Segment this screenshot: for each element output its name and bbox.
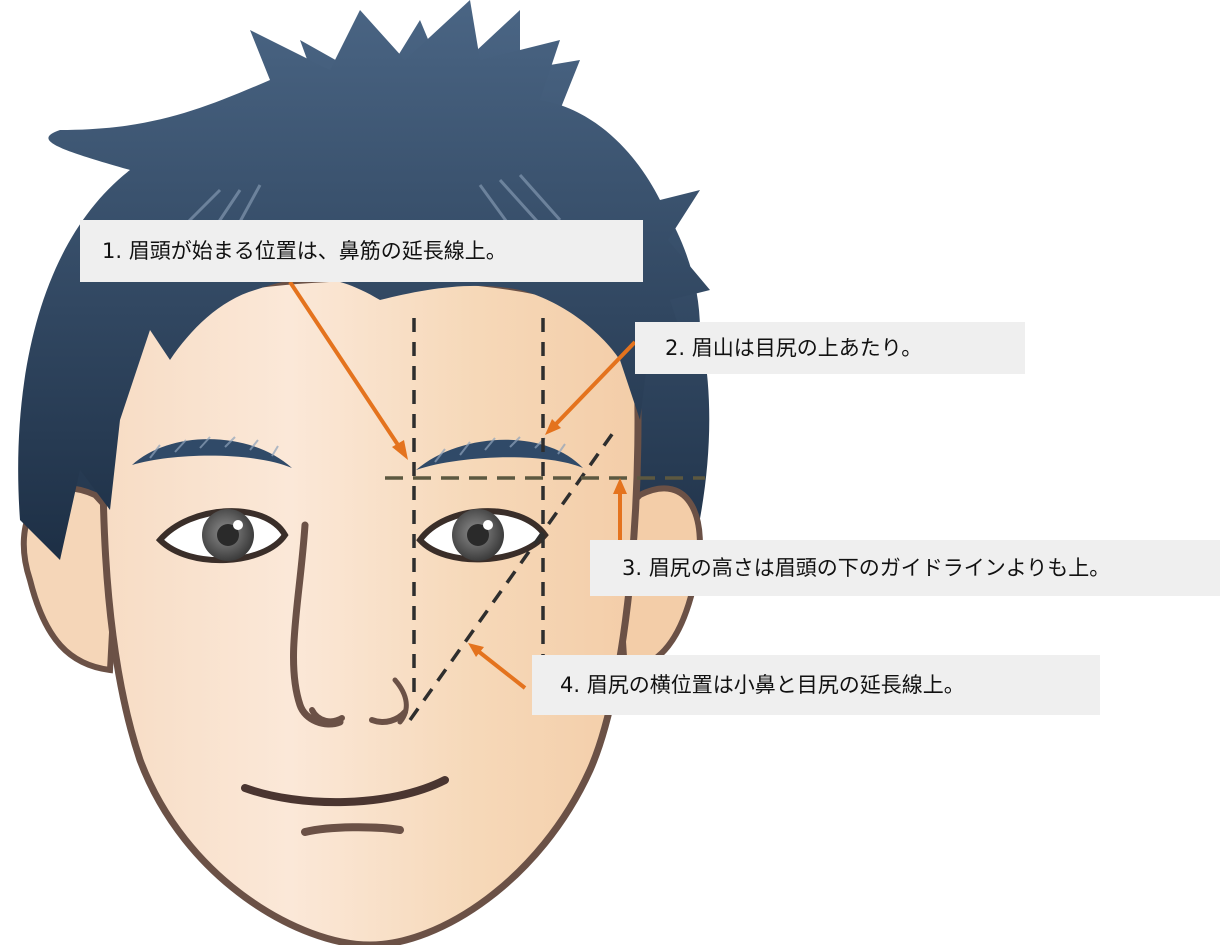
arrows xyxy=(288,280,637,690)
face-shape xyxy=(99,274,642,945)
arrow-1-head xyxy=(392,440,408,460)
lower-lip xyxy=(301,823,404,836)
arrow-4-head xyxy=(468,643,484,657)
mouth xyxy=(241,776,449,807)
arrow-3-head xyxy=(613,478,627,494)
left-eye xyxy=(155,508,289,564)
guide-diagonal xyxy=(408,428,617,722)
callout-eyebrow-start: 1. 眉頭が始まる位置は、鼻筋の延長線上。 xyxy=(80,220,643,282)
nose xyxy=(290,521,344,728)
callout-eyebrow-tail-height: 3. 眉尻の高さは眉頭の下のガイドラインよりも上。 xyxy=(590,540,1220,596)
callout-eyebrow-peak: 2. 眉山は目尻の上あたり。 xyxy=(635,322,1025,374)
right-eye xyxy=(416,508,549,563)
arrow-2-head xyxy=(545,419,561,435)
callout-eyebrow-tail-position: 4. 眉尻の横位置は小鼻と目尻の延長線上。 xyxy=(532,655,1100,715)
guide-lines xyxy=(408,318,617,722)
